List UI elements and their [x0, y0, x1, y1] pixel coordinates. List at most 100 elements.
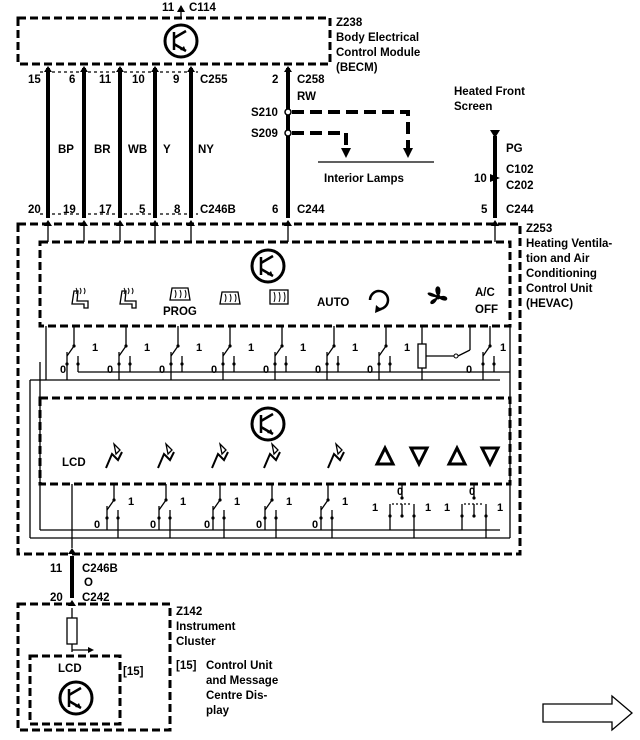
sw7-on: 1 [404, 342, 410, 354]
fan-icon [427, 286, 448, 305]
lsw6-mid: 0 [397, 486, 403, 498]
hevac-internal-lines [29, 226, 511, 548]
output-pin: 11 [50, 563, 63, 575]
rw-color: RW [297, 91, 316, 103]
cluster-name-2: Cluster [176, 636, 216, 648]
cluster-lcd-label: LCD [58, 663, 82, 675]
sw6-on: 1 [352, 342, 358, 354]
becm-name-2: Control Module [336, 47, 420, 59]
lsw7-mid: 0 [469, 486, 475, 498]
cluster-name-1: Instrument [176, 621, 236, 633]
hevac-name-1: Heating Ventila- [526, 238, 612, 250]
up-arrow-left-icon [374, 444, 396, 466]
lsw6-right: 1 [425, 502, 431, 514]
heated-screen-pin: 10 [474, 173, 487, 185]
lsw3-off: 0 [204, 519, 210, 531]
hevac-ref: Z253 [526, 223, 552, 235]
prog-button-label: PROG [163, 306, 197, 318]
hevac-upper-switches [46, 326, 510, 381]
lsw2-off: 0 [150, 519, 156, 531]
lsw5-on: 1 [342, 496, 348, 508]
recirculation-icon [368, 289, 390, 313]
wire2-top-pin: 6 [69, 74, 75, 86]
sw7-off: 0 [367, 364, 373, 376]
air-face-icon [105, 443, 123, 469]
lsw2-on: 1 [180, 496, 186, 508]
hevac-control-panel [38, 240, 512, 328]
output-bottom-connector: C242 [82, 592, 110, 604]
wire3-color: WB [128, 144, 147, 156]
wire1-color: BP [58, 144, 74, 156]
heated-screen-bottom-connector: C244 [506, 204, 534, 216]
splice-s209: S209 [251, 128, 278, 140]
wire5-bottom-pin: 8 [174, 204, 181, 216]
becm-name-1: Body Electrical [336, 32, 419, 44]
wire2-bottom-pin: 19 [63, 204, 76, 216]
hevac-name-4: Control Unit [526, 283, 593, 295]
c246b-connector: C246B [200, 204, 236, 216]
air-face-feet-icon [157, 443, 175, 469]
wire5-top-pin: 9 [173, 74, 179, 86]
air-screen-icon [327, 443, 345, 469]
sw1-on: 1 [92, 342, 98, 354]
hevac-display-panel [38, 396, 512, 486]
interior-lamps-label: Interior Lamps [324, 173, 404, 185]
output-color: O [84, 577, 93, 589]
lsw1-on: 1 [128, 496, 134, 508]
hevac-name-2: tion and Air [526, 253, 590, 265]
hevac-name-5: (HEVAC) [526, 298, 573, 310]
sw4-on: 1 [248, 342, 254, 354]
top-pin: 11 [162, 2, 175, 14]
cluster-resistor [66, 617, 78, 645]
lsw4-on: 1 [286, 496, 292, 508]
down-arrow-left-icon [408, 446, 430, 468]
cluster-sub-name-2: and Message [206, 675, 278, 687]
cluster-sub-ref: [15] [123, 666, 144, 678]
wire1-bottom-pin: 20 [28, 204, 41, 216]
air-feet-icon [211, 443, 229, 469]
sw1-off: 0 [60, 364, 66, 376]
top-connector: C114 [189, 2, 216, 14]
hevac-lower-switches [104, 484, 489, 538]
heated-screen-conn-a: C102 [506, 164, 534, 176]
lsw3-on: 1 [234, 496, 240, 508]
becm-name-3: (BECM) [336, 62, 378, 74]
heated-screen-color: PG [506, 143, 523, 155]
hevac-box [16, 222, 522, 556]
lsw7-left: 1 [444, 502, 450, 514]
becm-ecu-icon [163, 23, 199, 59]
front-screen-heat-icon [169, 287, 191, 301]
sw3-on: 1 [196, 342, 202, 354]
wire3-bottom-pin: 17 [99, 204, 112, 216]
cluster-box [16, 602, 172, 732]
heated-screen-conn-b: C202 [506, 180, 534, 192]
ac-label-2: OFF [475, 304, 498, 316]
sw4-off: 0 [211, 364, 217, 376]
wire1-top-pin: 15 [28, 74, 41, 86]
auto-button-label: AUTO [317, 297, 349, 309]
rw-bottom-pin: 6 [272, 204, 278, 216]
sw2-off: 0 [107, 364, 113, 376]
becm-ref: Z238 [336, 17, 363, 29]
next-page-arrow-icon[interactable] [542, 694, 634, 732]
cluster-sub-name-1: Control Unit [206, 660, 273, 672]
sw8-on: 1 [500, 342, 506, 354]
becm-connector-2: C258 [297, 74, 325, 86]
seat-heat-right-icon [119, 287, 137, 309]
seat-heat-left-icon [71, 287, 89, 309]
sw6-off: 0 [315, 364, 321, 376]
lsw6-left: 1 [372, 502, 378, 514]
cluster-ecu-icon [58, 680, 94, 716]
cluster-sub-ref-2: [15] [176, 660, 197, 672]
rear-window-heat-icon [269, 289, 289, 305]
heated-screen-label-1: Heated Front [454, 86, 525, 98]
sw2-on: 1 [144, 342, 150, 354]
heated-screen-label-2: Screen [454, 101, 492, 113]
splice-s210: S210 [251, 107, 278, 119]
heated-screen-bottom-pin: 5 [481, 204, 488, 216]
down-arrow-right-icon [479, 446, 501, 468]
becm-connector: C255 [200, 74, 228, 86]
lsw5-off: 0 [312, 519, 318, 531]
wire4-bottom-pin: 5 [139, 204, 146, 216]
